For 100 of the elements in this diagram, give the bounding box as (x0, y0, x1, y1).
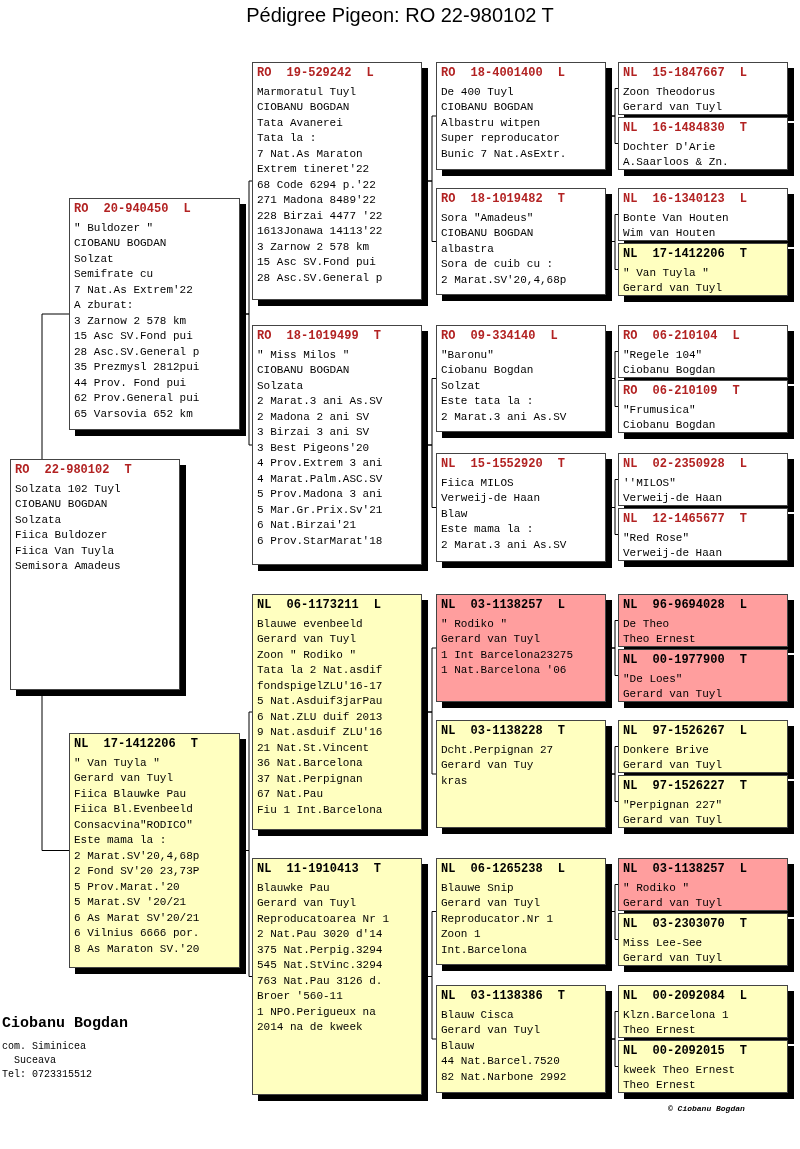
ring-number: NL 97-1526267 L (623, 724, 749, 740)
pedigree-line: 228 Birzai 4477 '22 (257, 208, 384, 224)
pedigree-line: Bonte Van Houten (623, 210, 730, 226)
pedigree-line: Solzat (74, 251, 115, 267)
ring-number: NL 12-1465677 T (623, 512, 749, 528)
connector-line (41, 313, 70, 460)
pedigree-line: 44 Prov. Fond pui (74, 375, 188, 391)
breeder-name: Ciobanu Bogdan (2, 1015, 129, 1032)
pedigree-line: CIOBANU BOGDAN (257, 100, 351, 115)
pedigree-line: 2 Marat.3 ani As.SV (441, 537, 568, 553)
pedigree-line: 6 Nat.ZLU duif 2013 (257, 709, 384, 725)
pedigree-line: 1 Nat.Barcelona '06 (441, 663, 568, 678)
pedigree-line: Gerard van Tuyl (257, 896, 358, 911)
pedigree-line: Blaw (441, 506, 469, 522)
pedigree-line: 5 Nat.Asduif3jarPau (257, 694, 384, 709)
pedigree-line: 4 Prov.Extrem 3 ani (257, 456, 384, 471)
pedigree-line: 44 Nat.Barcel.7520 (441, 1054, 561, 1069)
pedigree-line: Extrem tineret'22 (257, 162, 371, 177)
pedigree-line: 3 Zarnow 2 578 km (257, 239, 371, 255)
pedigree-line: Zoon " Rodiko " (257, 647, 358, 663)
pedigree-line: fondspigelZLU'16-17 (257, 678, 384, 694)
pedigree-line: Este tata la : (441, 394, 535, 409)
pedigree-line: 763 Nat.Pau 3126 d. (257, 973, 384, 989)
pedigree-line: Donkere Brive (623, 742, 710, 758)
pedigree-line: "Baronu" (441, 347, 495, 363)
ring-number: NL 96-9694028 L (623, 598, 749, 614)
pedigree-line: 15 Asc SV.Fond pui (74, 329, 194, 344)
ring-number: RO 19-529242 L (257, 66, 375, 82)
ring-number: RO 09-334140 L (441, 329, 559, 345)
pedigree-line: 28 Asc.SV.General p (74, 344, 201, 360)
pedigree-line: Reproducatoarea Nr 1 (257, 911, 391, 927)
pedigree-line: CIOBANU BOGDAN (15, 497, 109, 512)
ring-number: RO 18-1019499 T (257, 329, 383, 345)
pedigree-line: Theo Ernest (623, 1078, 697, 1092)
pedigree-line: 21 Nat.St.Vincent (257, 740, 371, 756)
pedigree-line: Solzata 102 Tuyl (15, 481, 122, 497)
pedigree-line: Consacvina"RODICO" (74, 817, 194, 833)
pedigree-line: "De Loes" (623, 671, 684, 687)
pedigree-line: 62 Prov.General pui (74, 391, 201, 406)
pedigree-line: 1 NPO.Perigueux na (257, 1004, 377, 1020)
pedigree-line: Fiica Bl.Evenbeeld (74, 802, 194, 817)
pedigree-line: CIOBANU BOGDAN (74, 236, 168, 251)
ring-number: NL 97-1526227 T (623, 779, 749, 795)
pedigree-line: Gerard van Tuyl (623, 951, 724, 965)
pedigree-line: Broer '560-11 (257, 989, 344, 1004)
pedigree-line: Fiica Van Tuyla (15, 543, 116, 559)
pedigree-line: albastra (441, 241, 495, 257)
pedigree-line: Gerard van Tuyl (623, 758, 724, 772)
pedigree-line: "Perpignan 227" (623, 797, 724, 813)
pedigree-line: 28 Asc.SV.General p (257, 270, 384, 286)
pedigree-line: 6 Nat.Birzai'21 (257, 518, 358, 533)
pedigree-line: 1 Int Barcelona23275 (441, 647, 575, 663)
ring-number: NL 03-1138257 L (441, 598, 567, 614)
ring-number: NL 15-1552920 T (441, 457, 567, 473)
pedigree-line: 5 Prov.Marat.'20 (74, 879, 181, 895)
ring-number: NL 15-1847667 L (623, 66, 749, 82)
address-line: Suceava (14, 1055, 56, 1066)
ring-number: RO 18-4001400 L (441, 66, 567, 82)
copyright-note: © Ciobanu Bogdan (668, 1104, 745, 1113)
pedigree-line: kweek Theo Ernest (623, 1062, 737, 1078)
ring-number: NL 16-1484830 T (623, 121, 749, 137)
pedigree-line: Dochter D'Arie (623, 139, 717, 155)
pedigree-line: 7 Nat.As Extrem'22 (74, 282, 194, 298)
ring-number: NL 03-2303070 T (623, 917, 749, 933)
pedigree-line: CIOBANU BOGDAN (441, 100, 535, 115)
pedigree-line: 3 Best Pigeons'20 (257, 440, 371, 456)
pedigree-line: 5 Mar.Gr.Prix.Sv'21 (257, 502, 384, 518)
pedigree-line: Gerard van Tuy (441, 758, 535, 773)
pedigree-line: Solzata (257, 378, 305, 394)
pedigree-line: Fiica Buldozer (15, 528, 109, 543)
pedigree-line: Semifrate cu (74, 267, 155, 282)
pedigree-line: Tata la : (257, 131, 318, 146)
pedigree-line: Gerard van Tuyl (441, 632, 542, 647)
pedigree-line: 7 Nat.As Maraton (257, 146, 364, 162)
address-line: com. Siminicea (2, 1041, 86, 1052)
ring-number: RO 18-1019482 T (441, 192, 567, 208)
pedigree-line: Zoon 1 (441, 927, 482, 942)
pedigree-line: Fiu 1 Int.Barcelona (257, 802, 384, 818)
ring-number: NL 03-1138386 T (441, 989, 567, 1005)
pedigree-line: 2 Fond SV'20 23,73P (74, 864, 201, 879)
ring-number: NL 16-1340123 L (623, 192, 749, 208)
ring-number: NL 00-2092015 T (623, 1044, 749, 1060)
pedigree-line: Sora "Amadeus" (441, 210, 535, 226)
pedigree-line: Dcht.Perpignan 27 (441, 742, 555, 758)
ring-number: NL 03-1138228 T (441, 724, 567, 740)
phone-number: Tel: 0723315512 (2, 1069, 92, 1080)
pedigree-line: 2 Madona 2 ani SV (257, 409, 371, 425)
ring-number: NL 06-1173211 L (257, 598, 383, 614)
pedigree-line: Marmoratul Tuyl (257, 84, 358, 100)
pedigree-line: " Rodiko " (441, 616, 508, 632)
pedigree-line: Ciobanu Bogdan (441, 363, 535, 378)
ring-number: NL 00-2092084 L (623, 989, 749, 1005)
pedigree-line: 5 Marat.SV '20/21 (74, 895, 188, 910)
pedigree-line: Verweij-de Haan (623, 491, 724, 505)
pedigree-line: Blauwe Snip (441, 880, 515, 896)
pedigree-line: 15 Asc SV.Fond pui (257, 255, 377, 270)
ring-number: NL 02-2350928 L (623, 457, 749, 473)
pedigree-line: 2 Marat.SV'20,4,68p (441, 272, 568, 288)
pedigree-line: Verweij-de Haan (441, 491, 542, 506)
pedigree-line: Gerard van Tuyl (441, 1023, 542, 1038)
